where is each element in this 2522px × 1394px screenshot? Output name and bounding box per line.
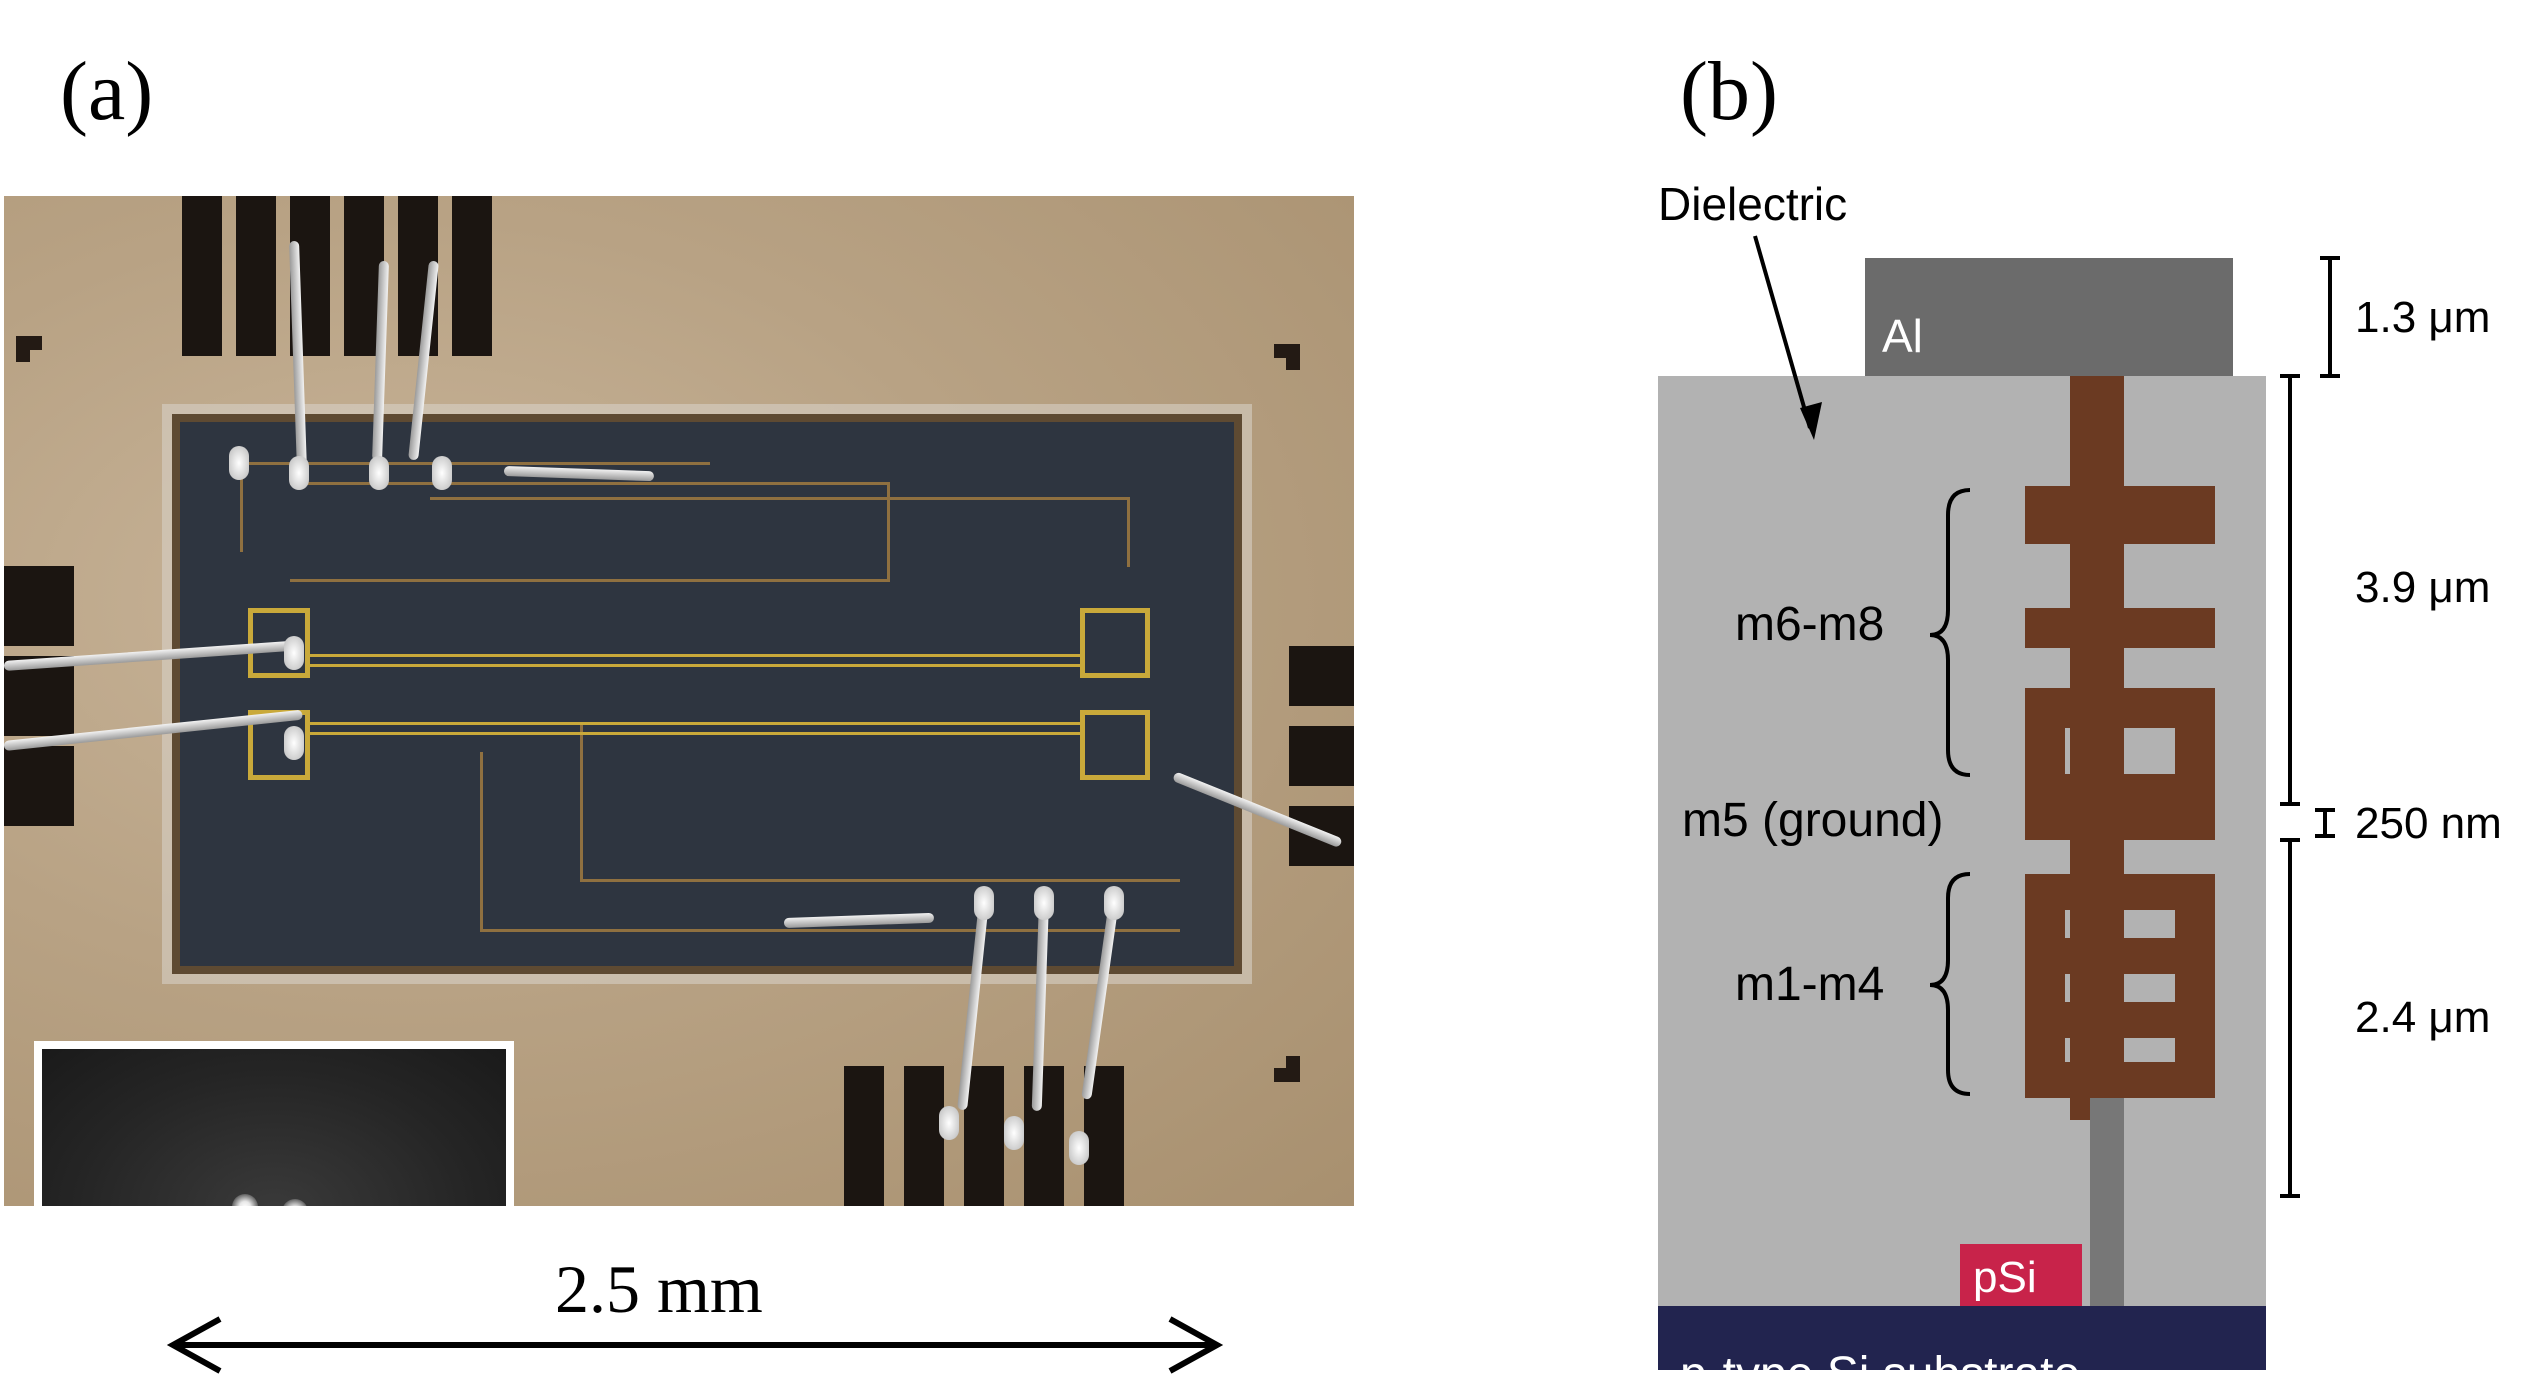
psi-label: pSi <box>1973 1253 2037 1302</box>
substrate-label: p-type Si substrate <box>1680 1348 2080 1370</box>
dim-lower-stack: 2.4 μm <box>2355 993 2490 1042</box>
al-label: Al <box>1882 310 1923 362</box>
al-layer <box>1865 258 2233 376</box>
m1-m4-brace <box>1929 872 1971 1096</box>
scale-bar-arrow <box>166 1316 1224 1374</box>
dimension-brackets <box>2280 256 2340 1198</box>
panel-b-label: (b) <box>1680 45 1778 138</box>
emission-spot <box>282 1199 308 1206</box>
scale-bar-label: 2.5 mm <box>555 1251 763 1327</box>
psi-region <box>1960 1244 2082 1306</box>
emission-spot <box>232 1194 258 1206</box>
substrate-layer <box>1658 1306 2266 1370</box>
dim-gap: 250 nm <box>2355 799 2502 848</box>
dielectric-arrow <box>1753 235 1812 429</box>
via-top <box>2070 376 2124 486</box>
cross-section-diagram: Al pSi p-type Si substrate Dielectric m6… <box>1658 178 2502 1370</box>
chip-die <box>172 414 1242 974</box>
inset-emission-image <box>34 1041 514 1206</box>
m6-m8-label: m6-m8 <box>1735 598 1884 651</box>
chip-photograph <box>4 196 1354 1206</box>
dim-al-thickness: 1.3 μm <box>2355 293 2490 342</box>
via-bottom <box>2090 1098 2124 1306</box>
dim-upper-stack: 3.9 μm <box>2355 563 2490 612</box>
m1-m4-label: m1-m4 <box>1735 958 1884 1011</box>
m5-label: m5 (ground) <box>1682 794 1943 847</box>
m5-ground-plane <box>2025 804 2215 840</box>
m6-m8-brace <box>1929 488 1971 777</box>
dielectric-label: Dielectric <box>1658 178 1847 230</box>
lower-metal-stack <box>2025 840 2215 1120</box>
panel-a-label: (a) <box>60 45 154 138</box>
